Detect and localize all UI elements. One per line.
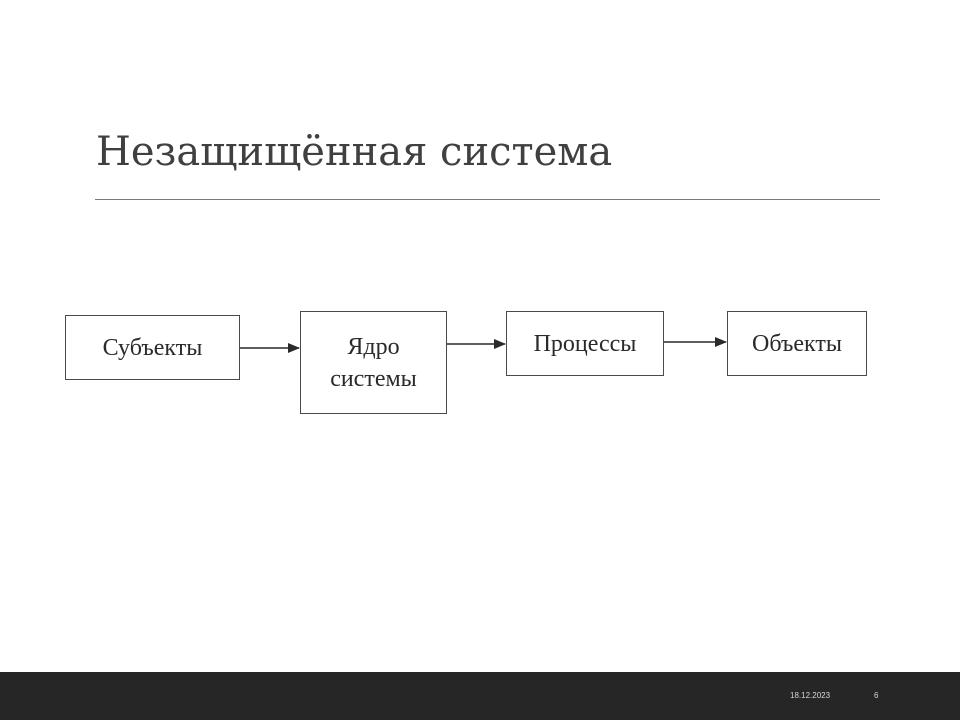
node-processes-label: Процессы [533,330,637,357]
node-objects: Объекты [727,311,867,376]
node-subjects: Субъекты [65,315,240,380]
node-objects-label: Объекты [752,330,842,357]
node-system-kernel-label: Ядро системы [330,333,417,392]
node-subjects-label: Субъекты [102,334,203,361]
title-divider [95,199,880,200]
slide-title: Незащищённая система [96,129,613,175]
slide-footer: 18.12.2023 6 [0,672,960,720]
footer-page-number: 6 [874,691,879,700]
node-system-kernel: Ядро системы [300,311,447,414]
footer-date: 18.12.2023 [790,691,831,700]
node-processes: Процессы [506,311,664,376]
